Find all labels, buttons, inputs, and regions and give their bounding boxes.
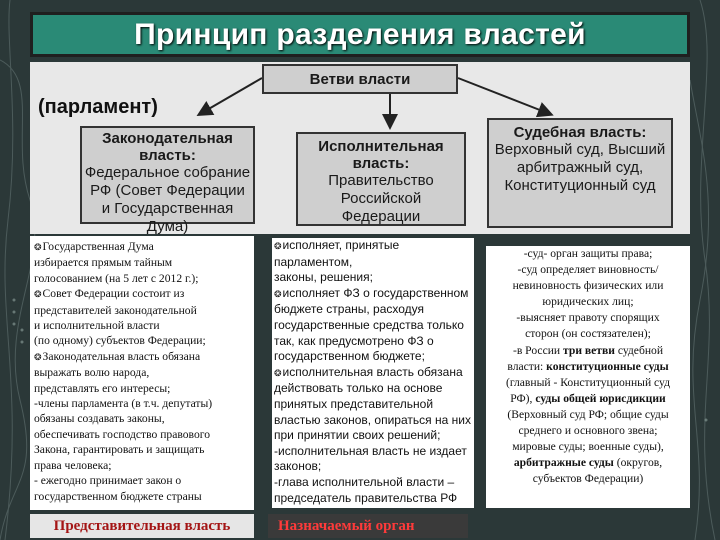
detail-line: законы, решения; (274, 270, 373, 285)
detail-line: представлять его интересы; (34, 381, 171, 395)
detail-line: сторон (он состязателен); (525, 327, 651, 341)
executive-box: Исполнительная власть: Правительство Рос… (296, 132, 466, 226)
detail-line: мировые суды; военные суды), (512, 440, 664, 454)
detail-line: представителей законодательной (34, 303, 197, 317)
detail-line: действовать только на основе (274, 381, 443, 396)
footer-left-text: Представительная власть (53, 517, 231, 534)
detail-line: принятых представительной (274, 396, 434, 411)
detail-line: -в России три ветви судебной (512, 343, 664, 357)
bullet-icon: ❂ (274, 367, 282, 378)
detail-line: государственные средства только (274, 317, 464, 332)
footer-left-label: Представительная власть (30, 514, 254, 538)
detail-line: юридических лиц; (542, 295, 634, 309)
legislative-body: Федеральное собрание РФ (Совет Федерации… (84, 164, 251, 235)
detail-line: государственном бюджете; (274, 349, 425, 364)
detail-line: ❂Государственная Дума (34, 240, 154, 253)
detail-line: права человека; (34, 458, 112, 472)
judicial-box: Судебная власть: Верховный суд, Высший а… (487, 118, 673, 228)
detail-line: властью законов, опираться на них (274, 412, 471, 427)
detail-line: невиновность физических или (512, 279, 664, 293)
detail-line: - ежегодно принимает закон о (34, 474, 182, 488)
arrow-left (196, 77, 263, 117)
detail-line: власти: конституционные суды (507, 359, 669, 373)
detail-line: государственном бюджете страны (34, 489, 202, 503)
detail-line: (главный - Конституционный суд (505, 375, 671, 389)
detail-line: избирается прямым тайным (34, 256, 173, 270)
parliament-label: (парламент) (38, 96, 158, 118)
judicial-details: -суд- орган защиты права; -суд определяет… (486, 246, 690, 508)
detail-line: (по одному) субъектов Федерации; (34, 334, 206, 348)
detail-line: и исполнительной власти (34, 319, 160, 333)
detail-line: ❂исполнительная власть обязана (274, 364, 463, 379)
detail-line: субъектов Федерации) (532, 472, 644, 486)
branches-diagram: Ветви власти Законодательная власть: Фед… (30, 62, 690, 235)
detail-line: обеспечивать господство правового (34, 427, 211, 441)
detail-line: бюджете страны, расходуя (274, 302, 425, 317)
title-bar: Принцип разделения властей (30, 12, 690, 57)
arrow-right (457, 77, 554, 118)
bullet-icon: ❂ (34, 351, 42, 362)
emphasis-text: арбитражные суды (513, 456, 614, 470)
emphasis-text: суды общей юрисдикции (535, 391, 666, 405)
detail-line: ❂Совет Федерации состоит из (34, 287, 185, 301)
judicial-body: Верховный суд, Высший арбитражный суд, К… (494, 141, 666, 194)
emphasis-text: конституционные суды (546, 359, 669, 373)
detail-line: при принятии своих решений; (274, 428, 441, 443)
detail-line: законов; (274, 459, 322, 474)
detail-line: -глава исполнительной власти – (274, 474, 455, 489)
detail-line: -члены парламента (в т.ч. депутаты) (34, 397, 213, 411)
detail-line: председатель правительства РФ (274, 490, 458, 505)
bullet-icon: ❂ (34, 289, 42, 300)
legislative-details: ❂Государственная Дума избирается прямым т… (30, 236, 254, 510)
detail-line: обязаны создавать законы, (34, 412, 165, 426)
detail-line: среднего и основного звена; (518, 424, 658, 438)
detail-line: Закона, гарантировать и защищать (34, 443, 205, 457)
bullet-icon: ❂ (274, 241, 282, 251)
diagram-arrows (196, 77, 554, 130)
bullet-icon: ❂ (34, 242, 42, 252)
detail-line: так, как предусмотрено ФЗ о (274, 333, 434, 348)
detail-line: ❂исполняет, принятые парламентом, (274, 238, 400, 269)
detail-line: выражать волю народа, (34, 366, 150, 380)
judicial-heading: Судебная власть: (513, 124, 647, 141)
legislative-box: Законодательная власть: Федеральное собр… (80, 126, 255, 235)
detail-line: ❂исполняет ФЗ о государственном (274, 285, 469, 300)
detail-line: ❂Законодательная власть обязана (34, 349, 201, 363)
page-title: Принцип разделения властей (134, 17, 586, 51)
bullet-icon: ❂ (274, 288, 282, 299)
detail-line: арбитражные суды (округов, (513, 456, 663, 470)
branches-box: Ветви власти (262, 64, 458, 94)
detail-line: голосованием (на 5 лет с 2012 г.); (34, 271, 199, 285)
detail-line: -исполнительная власть не издает (274, 443, 467, 458)
legislative-heading: Законодательная власть: (102, 130, 233, 164)
executive-heading: Исполнительная власть: (318, 138, 444, 172)
executive-details: ❂исполняет, принятые парламентом,законы,… (272, 238, 474, 508)
footer-middle-text: Назначаемый орган (278, 517, 415, 534)
detail-line: (Верховный суд РФ; общие суды (507, 407, 669, 421)
detail-line: -выясняет правоту спорящих (516, 311, 660, 325)
footer-middle-label: Назначаемый орган (268, 514, 468, 538)
emphasis-text: три ветви (563, 343, 615, 357)
detail-line: -суд- орган защиты права; (523, 247, 653, 260)
executive-body: Правительство Российской Федерации (328, 172, 434, 225)
branches-heading: Ветви власти (309, 70, 411, 88)
detail-line: -суд определяет виновность/ (517, 263, 659, 277)
detail-line: РФ), суды общей юрисдикции (510, 391, 666, 405)
